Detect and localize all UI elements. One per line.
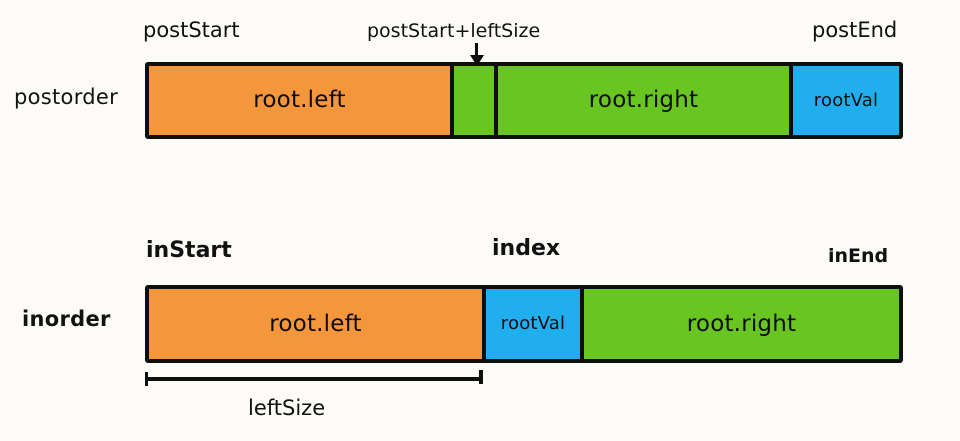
postorder-label-post-start: postStart [143,18,240,42]
postorder-segment-root-right: root.right [494,66,789,135]
inorder-segment-root-right-text: root.right [686,310,797,337]
postorder-segment-root-left-text: root.left [253,87,346,113]
bracket-tick-end [479,370,483,384]
postorder-segment-root-val: rootVal [789,66,899,135]
left-size-bracket [145,370,483,386]
inorder-label-in-start: inStart [146,238,232,263]
left-size-label: leftSize [248,396,326,420]
inorder-segment-root-left-text: root.left [269,310,362,337]
arrow-head [470,55,484,66]
postorder-segment-root-val-text: rootVal [813,89,879,111]
down-arrow-icon [470,43,484,66]
inorder-row-label: inorder [22,307,111,331]
inorder-segment-root-left: root.left [149,289,482,359]
inorder-segment-root-val-text: rootVal [500,313,566,334]
arrow-shaft [475,43,478,61]
postorder-segment-root-left: root.left [149,66,450,135]
postorder-segment-root-right-text: root.right [588,87,699,113]
postorder-row-label: postorder [14,85,119,109]
inorder-segment-root-val: rootVal [482,289,580,359]
postorder-label-post-end: postEnd [812,18,898,42]
inorder-label-in-end: inEnd [828,245,889,267]
inorder-bar: root.left rootVal root.right [145,285,903,363]
postorder-segment-gap [450,66,494,135]
inorder-segment-root-right: root.right [580,289,899,359]
postorder-label-post-start-plus-left-size: postStart+leftSize [367,20,541,42]
postorder-bar: root.left root.right rootVal [145,62,903,139]
inorder-label-index: index [492,236,561,261]
bracket-line [145,377,483,381]
